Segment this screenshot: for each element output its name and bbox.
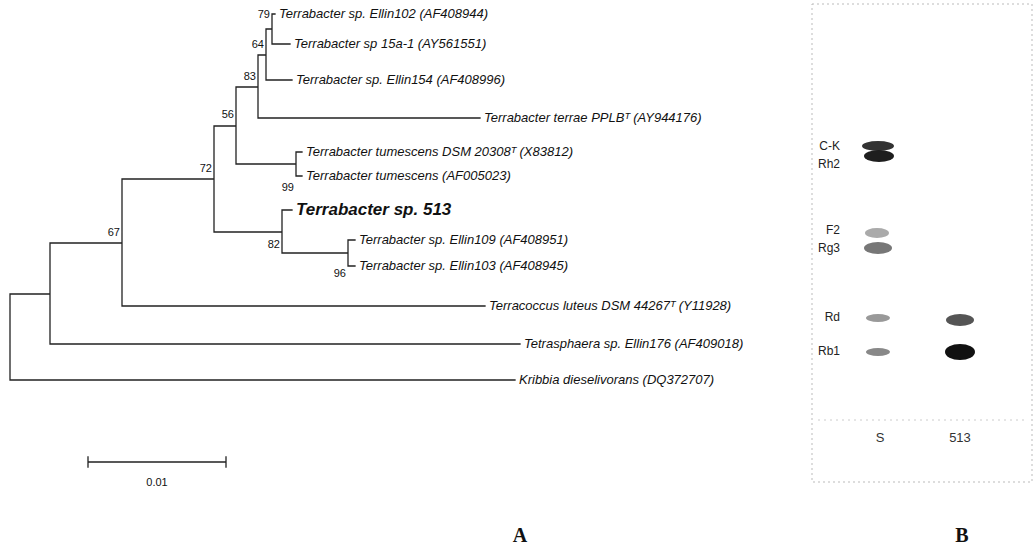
taxon-label: Terrabacter tumescens (AF005023)	[306, 169, 511, 184]
origin-line	[818, 420, 1025, 421]
taxon-label: Terrabacter tumescens DSM 20308ᵀ (X83812…	[306, 145, 573, 160]
compound-label: F2	[826, 224, 840, 238]
bootstrap-value: 67	[108, 226, 120, 239]
taxon-label: Terracoccus luteus DSM 44267ᵀ (Y11928)	[489, 299, 731, 314]
bootstrap-value: 82	[268, 238, 280, 251]
spot	[946, 314, 974, 326]
panel-letter: A	[513, 524, 527, 547]
bootstrap-value: 64	[252, 38, 264, 51]
compound-label: Rd	[825, 311, 840, 325]
taxon-label: Kribbia dieselivorans (DQ372707)	[519, 373, 714, 388]
bootstrap-value: 83	[244, 70, 256, 83]
spot	[864, 150, 894, 162]
tree-branches	[10, 14, 520, 380]
compound-label: Rg3	[818, 242, 840, 256]
taxon-label: Tetrasphaera sp. Ellin176 (AF409018)	[524, 337, 743, 352]
taxon-label: Terrabacter sp 15a-1 (AY561551)	[294, 37, 486, 52]
scale-label: 0.01	[146, 476, 167, 489]
strain-label: Terrabacter sp. 513	[296, 200, 451, 220]
lane-label: S	[876, 431, 885, 446]
panel-letter: B	[955, 524, 968, 547]
taxon-label: Terrabacter sp. Ellin109 (AF408951)	[359, 233, 568, 248]
spot	[945, 344, 975, 360]
taxon-label: Terrabacter sp. Ellin103 (AF408945)	[359, 259, 568, 274]
spot	[862, 141, 894, 151]
bootstrap-value: 96	[334, 267, 346, 280]
taxon-label: Terrabacter sp. Ellin102 (AF408944)	[279, 7, 488, 22]
tlc-plate	[812, 4, 1032, 482]
bootstrap-value: 72	[200, 162, 212, 175]
bootstrap-value: 99	[282, 181, 294, 194]
plate-border	[812, 4, 1032, 482]
spot	[864, 242, 892, 254]
spot	[865, 228, 889, 238]
compound-label: Rb1	[818, 345, 840, 359]
compound-label: C-K	[819, 140, 840, 154]
scale-bar	[88, 457, 226, 467]
spot	[866, 314, 890, 322]
compound-label: Rh2	[818, 158, 840, 172]
lane-label: 513	[949, 431, 971, 446]
bootstrap-value: 79	[258, 8, 270, 21]
taxon-label: Terrabacter terrae PPLBᵀ (AY944176)	[484, 111, 702, 126]
taxon-label: Terrabacter sp. Ellin154 (AF408996)	[296, 73, 505, 88]
spot	[866, 348, 890, 356]
bootstrap-value: 56	[222, 108, 234, 121]
